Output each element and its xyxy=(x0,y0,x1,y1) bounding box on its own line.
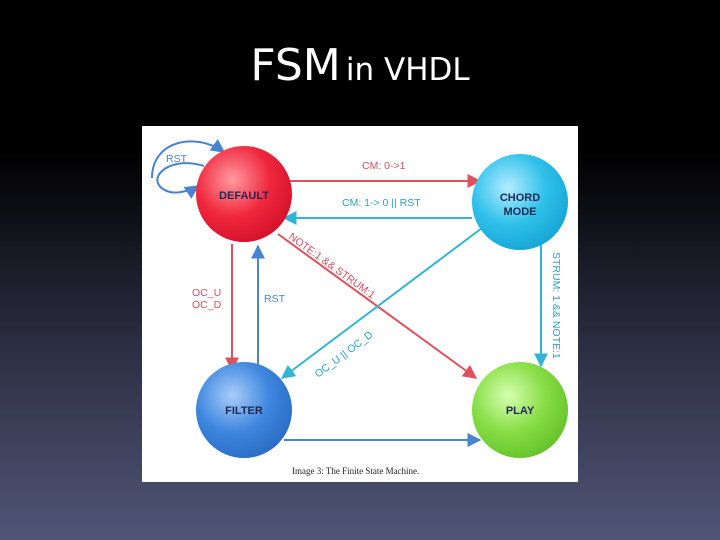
edge-rst-self xyxy=(156,162,205,199)
state-chord-mode-label-2: MODE xyxy=(504,206,537,218)
state-default-label: DEFAULT xyxy=(219,190,269,202)
figure-caption: Image 3: The Finite State Machine. xyxy=(292,466,419,476)
state-default: DEFAULT xyxy=(196,146,292,242)
label-rst-self: RST xyxy=(166,153,188,165)
label-oc-u-oc-d: OC_U || OC_D xyxy=(313,329,376,381)
label-rst-filter: RST xyxy=(264,293,286,305)
state-filter: FILTER xyxy=(196,362,292,458)
label-oc-u: OC_U xyxy=(192,287,221,299)
state-play: PLAY xyxy=(472,362,568,458)
slide-title-main: FSM xyxy=(250,40,341,91)
label-note-strum: NOTE:1 && STRUM:1 xyxy=(286,231,377,302)
edge-oc-u-oc-d xyxy=(280,227,483,379)
fsm-diagram: DEFAULT CHORD MODE FILTER PLAY RST CM: 0… xyxy=(151,138,568,476)
edge-rst-self-top xyxy=(151,138,226,179)
label-cm-0-1: CM: 0->1 xyxy=(362,160,406,172)
label-oc-d: OC_D xyxy=(192,299,222,311)
state-filter-label: FILTER xyxy=(225,405,263,417)
state-chord-mode-label-1: CHORD xyxy=(500,192,540,204)
label-strum-note: STRUM: 1 && NOTE:1 xyxy=(550,252,562,359)
state-play-label: PLAY xyxy=(506,405,535,417)
state-chord-mode: CHORD MODE xyxy=(472,154,568,250)
fsm-diagram-image: DEFAULT CHORD MODE FILTER PLAY RST CM: 0… xyxy=(142,126,578,482)
label-cm-1-0: CM: 1-> 0 || RST xyxy=(342,197,421,209)
slide-title: FSM in VHDL xyxy=(0,44,720,88)
slide-title-sub: in VHDL xyxy=(345,52,470,88)
